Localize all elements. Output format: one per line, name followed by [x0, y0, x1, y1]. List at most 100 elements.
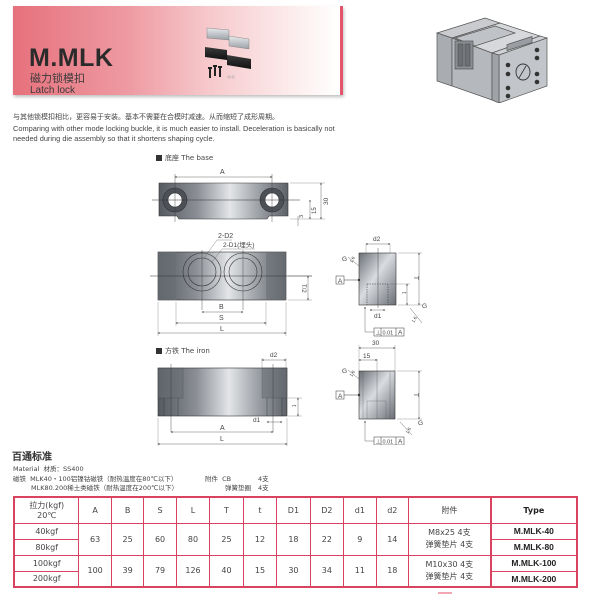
product-code-title: M.MLK — [29, 44, 114, 72]
cell-d1: 9 — [343, 522, 377, 556]
svg-text:B: B — [219, 304, 224, 311]
header-S: S — [143, 496, 177, 524]
header-d2: d2 — [375, 496, 410, 524]
cell-t: 12 — [242, 522, 278, 556]
cell-S: 79 — [143, 554, 177, 588]
header-type: Type — [489, 496, 578, 524]
table-row: 80kgf M.MLK-80 — [13, 538, 578, 556]
cell-d2: 14 — [375, 522, 410, 556]
force-cell: 40kgf — [13, 522, 80, 540]
product-name-cn: 磁力锁模扣 — [30, 72, 85, 85]
cell-L: 126 — [175, 554, 211, 588]
mold-assembly-illustration — [435, 17, 549, 103]
svg-text:A: A — [338, 278, 343, 285]
cell-A: 63 — [78, 522, 112, 556]
cell-B: 25 — [110, 522, 145, 556]
cell-D1: 18 — [276, 522, 311, 556]
product-name-en: Latch lock — [30, 85, 76, 96]
type-cell: M.MLK-40 — [489, 522, 578, 540]
svg-text:d1: d1 — [253, 417, 261, 424]
svg-text:0.01: 0.01 — [383, 331, 394, 337]
iron-technical-drawing: d2 t d1 A L — [157, 352, 302, 446]
intro-text-cn: 与其他锁模扣相比，更容易于安装。基本不需要在合模时减速。从而缩短了成形周期。 — [13, 113, 279, 121]
header-D2: D2 — [309, 496, 345, 524]
table-row: 100kgf 100 39 79 126 40 15 30 34 11 18 M… — [13, 554, 578, 588]
base-side-drawing: d2 d1 T t G 1.6 A G 1.6 ⊥ 0.01 A — [335, 236, 427, 337]
svg-text:1.6: 1.6 — [411, 315, 419, 323]
svg-text:A: A — [220, 425, 225, 432]
header-L: L — [175, 496, 211, 524]
cell-B: 39 — [110, 554, 145, 588]
type-cell: M.MLK-100 — [489, 554, 578, 572]
accessory-cb-label: 附件 CB — [205, 475, 232, 483]
magnet-line-2: MLK80.200稀土类磁铁（耐热温度在200℃以下） — [31, 484, 178, 492]
force-cell: 80kgf — [13, 538, 80, 556]
svg-text:t: t — [400, 292, 406, 294]
svg-text:A: A — [398, 330, 403, 337]
svg-text:A: A — [398, 439, 403, 446]
svg-text:d1: d1 — [374, 313, 382, 320]
cell-d1: 11 — [343, 554, 377, 588]
accessory-washer-label: 弹簧垫圈 — [225, 484, 251, 492]
header-force: 拉力(kgf)20℃ — [13, 496, 80, 524]
cell-L: 80 — [175, 522, 211, 556]
cell-D2: 34 — [309, 554, 345, 588]
svg-text:⊥: ⊥ — [376, 330, 381, 337]
cell-accessory: M10x30 4支弹簧垫片 4支 — [408, 554, 492, 588]
svg-text:T: T — [412, 393, 419, 397]
svg-text:1.6: 1.6 — [349, 369, 357, 377]
product-parts-photo — [205, 27, 251, 79]
header-T: T — [209, 496, 244, 524]
cell-d2: 18 — [375, 554, 410, 588]
header-B: B — [110, 496, 145, 524]
header-banner: M.MLK 磁力锁模扣 Latch lock — [13, 6, 343, 96]
svg-text:2-D2: 2-D2 — [218, 233, 233, 240]
cell-T: 40 — [209, 554, 244, 588]
svg-text:G: G — [418, 420, 423, 427]
cell-accessory: M8x25 4支弹簧垫片 4支 — [408, 522, 492, 556]
table-row: 200kgf M.MLK-200 — [13, 570, 578, 588]
type-cell: M.MLK-200 — [489, 570, 578, 588]
table-header-row: 拉力(kgf)20℃ A B S L T t D1 D2 d1 d2 附件 Ty… — [13, 496, 578, 524]
accessory-washer-qty: 4支 — [258, 484, 269, 492]
svg-text:t: t — [290, 405, 296, 407]
svg-text:G: G — [342, 256, 347, 263]
section-label-base: 底座 The base — [156, 153, 213, 163]
svg-text:30: 30 — [372, 340, 380, 347]
header-accessory: 附件 — [408, 496, 492, 524]
header-A: A — [78, 496, 112, 524]
standard-title: 百通标准 — [12, 452, 52, 463]
cell-t: 15 — [242, 554, 278, 588]
magnet-line-1: 磁铁 MLK40・100铝镍钴磁铁（耐热温度在80℃以下） — [13, 475, 178, 483]
material-line: Material 材质：SS400 — [13, 465, 84, 473]
cell-D1: 30 — [276, 554, 311, 588]
svg-text:2-D1(埋头): 2-D1(埋头) — [223, 240, 254, 249]
svg-text:3: 3 — [299, 215, 305, 218]
svg-text:1.6: 1.6 — [405, 426, 413, 434]
svg-text:L: L — [220, 436, 224, 443]
cell-S: 60 — [143, 522, 177, 556]
cell-A: 100 — [78, 554, 112, 588]
svg-text:15: 15 — [312, 207, 318, 214]
header-D1: D1 — [276, 496, 311, 524]
intro-text-en: Comparing with other mode locking buckle… — [13, 124, 335, 143]
section-square-icon — [156, 348, 162, 354]
accessory-cb-qty: 4支 — [258, 475, 269, 483]
svg-text:A: A — [220, 169, 225, 176]
svg-text:d2: d2 — [373, 236, 381, 243]
svg-text:1.6: 1.6 — [349, 255, 357, 263]
section-square-icon — [156, 155, 162, 161]
svg-text:L: L — [220, 326, 224, 333]
page-marker — [438, 592, 452, 594]
spec-table: 拉力(kgf)20℃ A B S L T t D1 D2 d1 d2 附件 Ty… — [13, 496, 578, 588]
svg-text:d2: d2 — [270, 352, 278, 359]
svg-text:S: S — [219, 315, 224, 322]
cell-T: 25 — [209, 522, 244, 556]
svg-text:A: A — [338, 393, 343, 400]
base-technical-drawing: A 30 15 3 2-D2 2-D1(埋头) T/2 B S L — [150, 169, 330, 336]
svg-text:30: 30 — [323, 197, 330, 205]
svg-text:G: G — [422, 303, 427, 310]
svg-text:0.01: 0.01 — [383, 440, 394, 446]
svg-text:T: T — [412, 276, 419, 280]
type-cell: M.MLK-80 — [489, 538, 578, 556]
